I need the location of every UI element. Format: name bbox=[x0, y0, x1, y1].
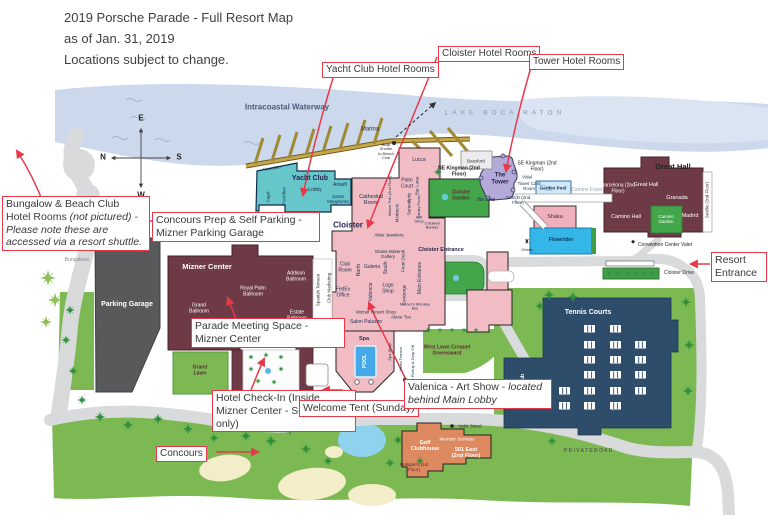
fountain-icon bbox=[264, 367, 272, 375]
spa-pool-shape bbox=[354, 345, 377, 378]
water-shape bbox=[55, 83, 768, 166]
welcome-tent-shape bbox=[305, 363, 329, 387]
callout-bungalow-rooms: Bungalow & Beach Club Hotel Rooms (not p… bbox=[2, 196, 150, 252]
callout-valenica-art-show: Valenica - Art Show - located behind Mai… bbox=[404, 379, 552, 409]
title-line-3: Locations subject to change. bbox=[64, 51, 229, 67]
valet-stand-icon bbox=[450, 424, 454, 428]
callout-concours-prep: Concours Prep & Self Parking - Mizner Pa… bbox=[152, 212, 320, 242]
golf-bunkers bbox=[199, 446, 396, 506]
callout-resort-entrance: Resort Entrance bbox=[711, 252, 767, 282]
boat-shuttle-stop-icon bbox=[392, 141, 396, 145]
callout-parade-meeting: Parade Meeting Space - Mizner Center bbox=[191, 318, 345, 348]
marina-docks bbox=[245, 117, 471, 169]
garden-pool-shape bbox=[535, 180, 572, 196]
callout-valenica-text: Valenica - Art Show - bbox=[408, 381, 506, 393]
callout-valenica-note: located behind Main Lobby bbox=[408, 381, 543, 406]
camino-garden-shape bbox=[650, 205, 683, 234]
parking-garage-shape bbox=[94, 237, 161, 393]
callout-yacht-club-rooms: Yacht Club Hotel Rooms bbox=[322, 62, 439, 79]
title-line-1: 2019 Porsche Parade - Full Resort Map bbox=[64, 10, 294, 25]
callout-bungalow-text: Bungalow & Beach Club Hotel Rooms bbox=[6, 198, 120, 223]
flowrider-shape bbox=[529, 227, 593, 255]
title-line-2: as of Jan. 31, 2019 bbox=[64, 30, 175, 46]
callout-bungalow-note: (not pictured) - Please note these are a… bbox=[6, 210, 142, 249]
callout-cloister-rooms: Cloister Hotel Rooms bbox=[438, 46, 541, 63]
callout-tower-rooms: Tower Hotel Rooms bbox=[529, 54, 625, 71]
golf-clubhouse-shape bbox=[401, 422, 492, 478]
compass-rose bbox=[110, 127, 172, 189]
yacht-club-shape bbox=[255, 162, 352, 213]
callout-concours: Concours bbox=[156, 446, 207, 463]
cloister-shape bbox=[331, 147, 446, 332]
bassford-shape bbox=[460, 150, 493, 170]
callout-welcome-tent: Welcome Tent (Sunday) bbox=[299, 400, 419, 417]
map-title: 2019 Porsche Parade - Full Resort Map as… bbox=[64, 8, 293, 70]
